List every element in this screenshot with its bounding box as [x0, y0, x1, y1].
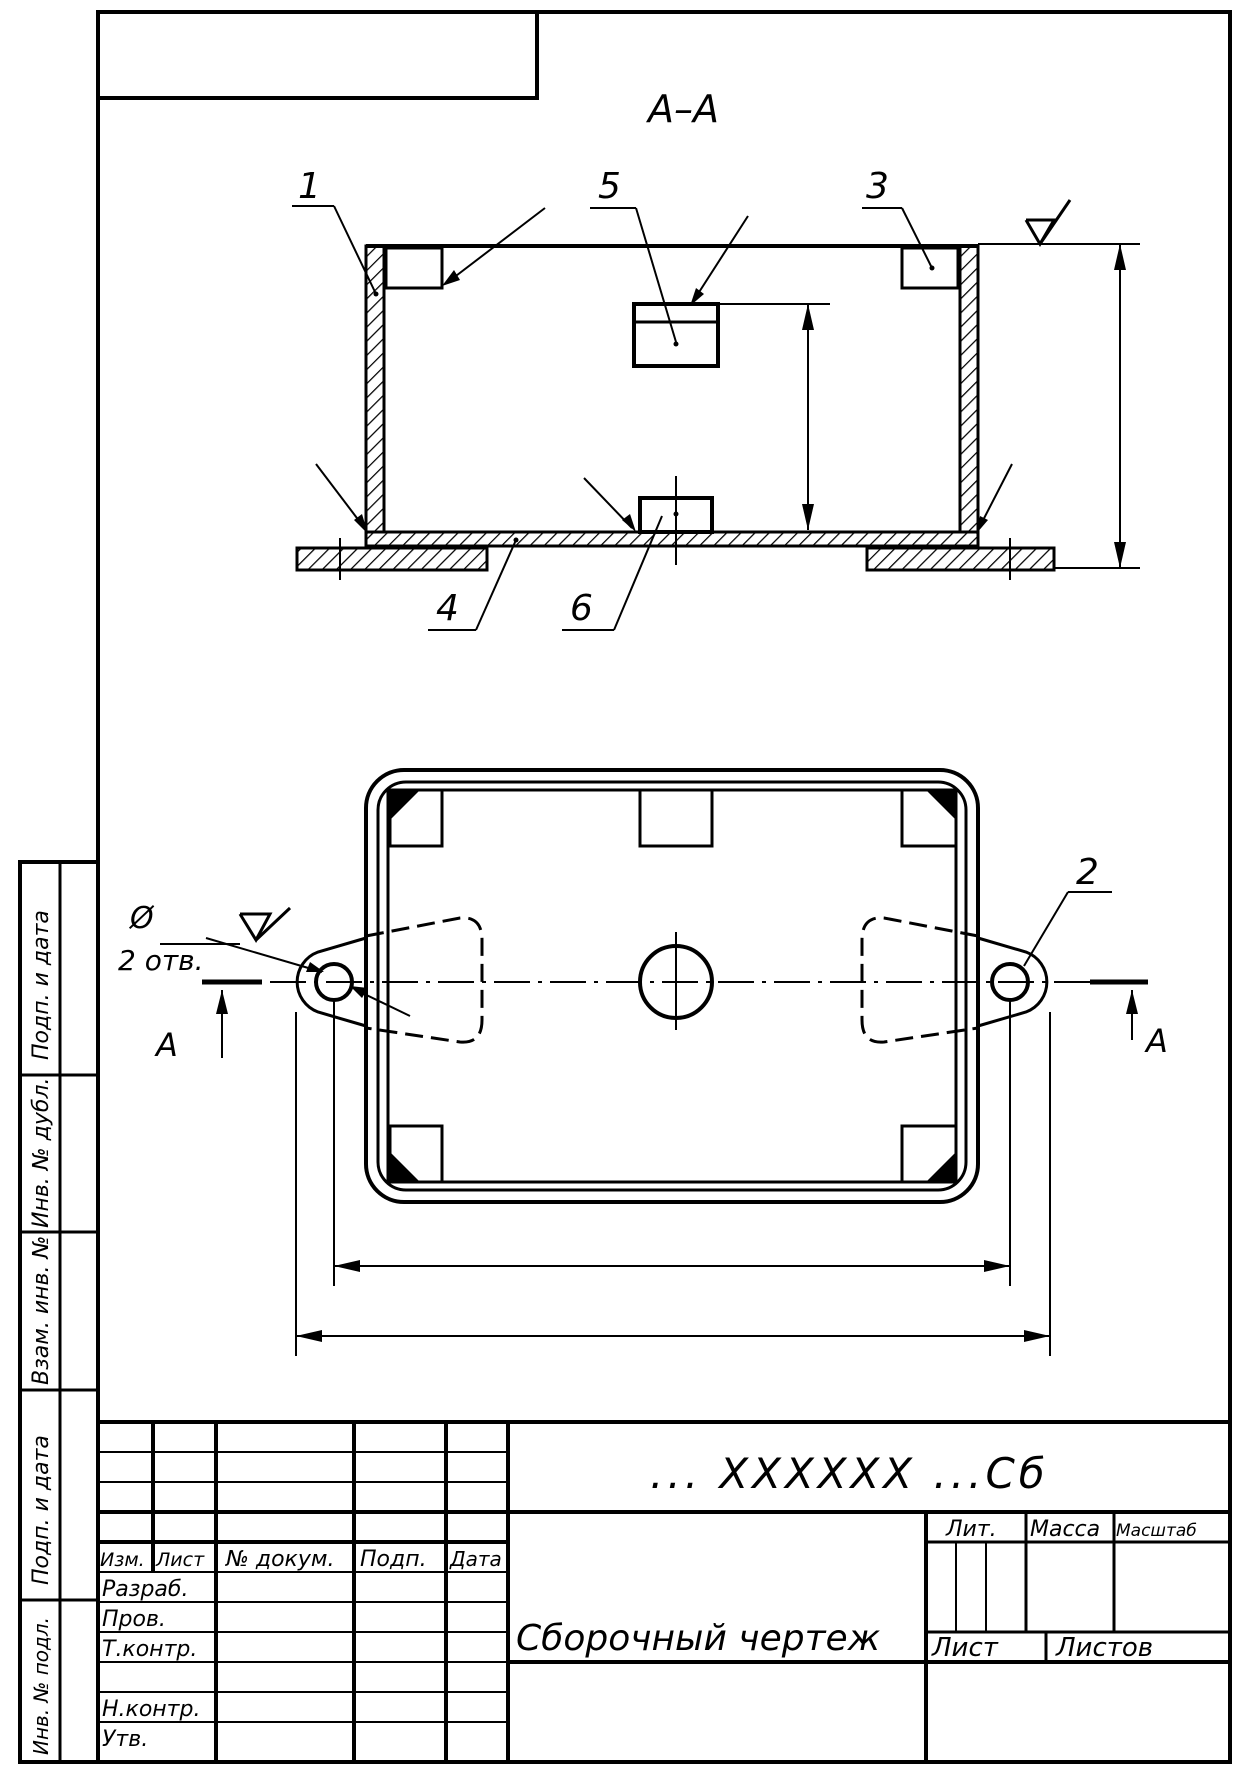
side-stamp-podp-data-2: Подп. и дата [29, 1435, 54, 1585]
header-list: Лист [931, 1633, 999, 1663]
side-stamp-podp-data-1: Подп. и дата [29, 910, 54, 1060]
side-stamp-inv-podl: Инв. № подл. [29, 1617, 53, 1755]
callout-3: 3 [866, 166, 889, 207]
hole-diameter-symbol: Ø [128, 901, 155, 936]
header-masshtab: Масштаб [1116, 1521, 1197, 1541]
col-date: Дата [449, 1547, 502, 1571]
row-razrab: Разраб. [102, 1577, 188, 1602]
section-callouts: 1 5 3 4 6 [292, 166, 935, 631]
col-signature: Подп. [360, 1547, 427, 1572]
side-stamp-vzam-inv: Взам. инв. № [29, 1236, 54, 1385]
sheet-frame [18, 10, 1232, 1764]
drawing-designation: ... XXXXXX ...Сб [650, 1449, 1049, 1498]
header-lit: Лит. [945, 1517, 997, 1542]
callout-1: 1 [298, 166, 321, 207]
callout-6: 6 [570, 588, 593, 629]
row-utv: Утв. [102, 1727, 148, 1752]
header-massa: Масса [1030, 1517, 1100, 1542]
side-stamps: Подп. и дата Инв. № дубл. Взам. инв. № П… [29, 910, 54, 1755]
section-title: А–А [645, 87, 719, 131]
section-mark-left: А [154, 1026, 178, 1064]
row-prov: Пров. [102, 1607, 166, 1632]
callout-2: 2 [1076, 852, 1099, 893]
title-block [98, 1420, 1230, 1762]
plan-view [160, 768, 1148, 1356]
callout-4: 4 [436, 588, 459, 629]
side-stamp-inv-dubl: Инв. № дубл. [29, 1077, 54, 1228]
col-list: Лист [155, 1549, 205, 1571]
header-listov: Листов [1055, 1633, 1153, 1663]
row-nkontr: Н.контр. [102, 1697, 200, 1722]
col-izm: Изм. [100, 1549, 145, 1571]
col-doc-number: № докум. [225, 1547, 334, 1572]
callout-5: 5 [598, 166, 621, 207]
section-view [295, 199, 1140, 580]
row-tkontr: Т.контр. [102, 1637, 197, 1662]
section-mark-right: А [1144, 1022, 1168, 1060]
drawing-title: Сборочный чертеж [516, 1618, 881, 1659]
hole-note-text: 2 отв. [118, 944, 204, 977]
